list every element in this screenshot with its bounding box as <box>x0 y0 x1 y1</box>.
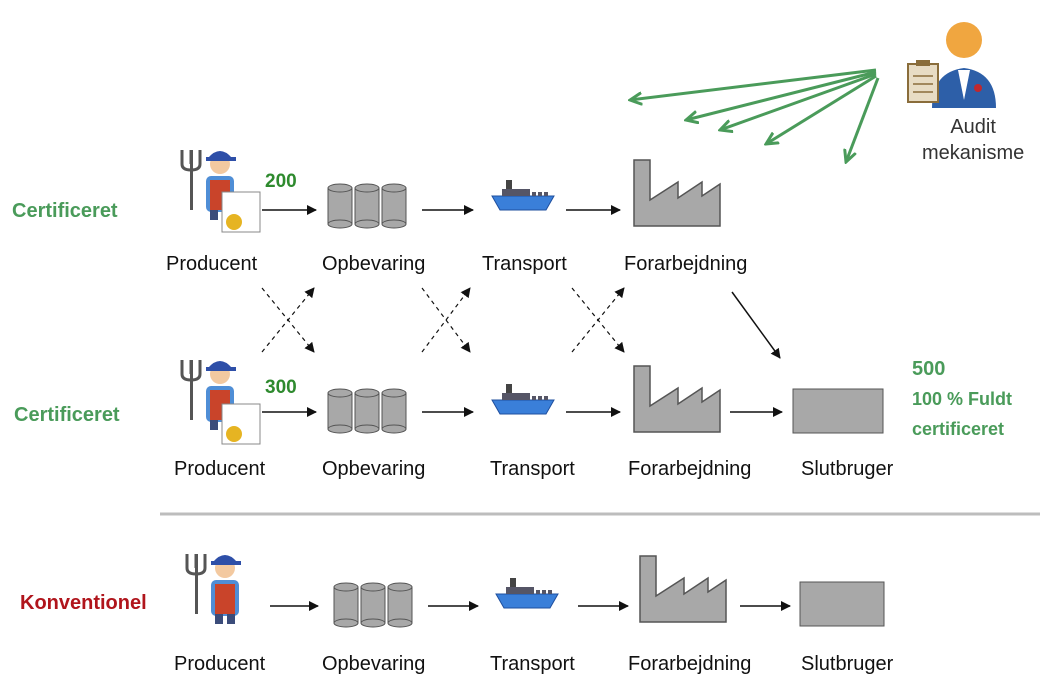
result-amount: 500 <box>912 358 946 380</box>
audit-label: Audit mekanisme <box>922 114 1024 166</box>
flow-to-enduser-arrow <box>731 291 781 359</box>
step-label: Transport <box>490 458 575 480</box>
row-label-top: Certificeret <box>12 200 118 222</box>
storage-silos-icon <box>333 582 413 628</box>
step-label: Opbevaring <box>322 458 426 480</box>
quantity-middle: 300 <box>265 377 297 398</box>
ship-icon <box>491 179 555 211</box>
step-label: Transport <box>490 653 575 675</box>
auditor-icon <box>907 22 996 108</box>
result-line1: 100 % Fuldt <box>912 389 1013 409</box>
factory-icon <box>633 365 721 433</box>
step-label: Forarbejdning <box>624 253 748 275</box>
step-label: Producent <box>174 653 266 675</box>
audit-label-line1: Audit <box>950 116 996 138</box>
step-label: Forarbejdning <box>628 458 752 480</box>
step-label: Slutbruger <box>801 458 894 480</box>
certificate-icon <box>221 403 261 445</box>
audit-arrows <box>630 68 880 162</box>
row-label-middle: Certificeret <box>14 404 120 426</box>
quantity-top: 200 <box>265 171 297 192</box>
end-user-box-icon <box>799 581 885 627</box>
ship-icon <box>491 383 555 415</box>
factory-icon <box>639 555 727 623</box>
step-label: Producent <box>166 253 258 275</box>
farmer-icon <box>185 552 243 626</box>
end-user-box-icon <box>792 388 884 434</box>
step-label: Slutbruger <box>801 653 894 675</box>
certificate-icon <box>221 191 261 233</box>
step-label: Opbevaring <box>322 253 426 275</box>
audit-label-line2: mekanisme <box>922 142 1025 164</box>
result-line2: certificeret <box>912 419 1005 439</box>
factory-icon <box>633 159 721 227</box>
storage-silos-icon <box>327 388 407 434</box>
step-label: Transport <box>482 253 567 275</box>
step-label: Opbevaring <box>322 653 426 675</box>
step-label: Forarbejdning <box>628 653 752 675</box>
cross-flow-arrows <box>261 287 625 353</box>
row-label-bottom: Konventionel <box>20 592 147 614</box>
result-summary: 500 100 % Fuldt certificeret <box>912 354 1012 444</box>
step-label: Producent <box>174 458 266 480</box>
storage-silos-icon <box>327 183 407 229</box>
ship-icon <box>495 577 559 609</box>
